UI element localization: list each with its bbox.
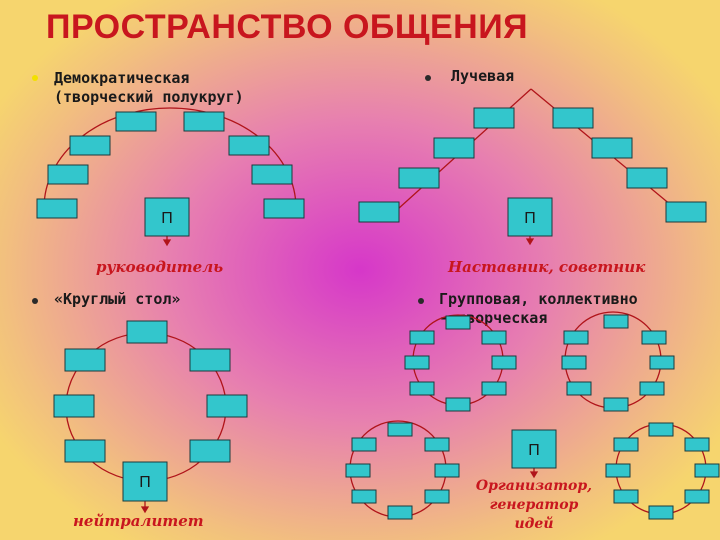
student-box — [351, 437, 377, 452]
student-box — [613, 489, 639, 504]
label-group-line1: Групповая, коллективно — [439, 290, 638, 308]
bullet-group — [418, 298, 424, 304]
student-box — [424, 437, 450, 452]
leader-box-round-table — [122, 461, 168, 502]
student-box — [561, 355, 587, 370]
student-box — [563, 330, 589, 345]
student-box — [409, 381, 435, 396]
student-box — [424, 489, 450, 504]
student-box — [481, 330, 507, 345]
label-democratic-line1: Демократическая — [54, 69, 190, 87]
student-box — [603, 314, 629, 329]
student-box — [649, 355, 675, 370]
leader-letter-round-table: П — [139, 474, 151, 491]
student-box — [115, 111, 157, 132]
leader-letter-democratic: П — [161, 210, 173, 227]
student-box — [251, 164, 293, 185]
student-box — [64, 439, 106, 463]
student-box — [445, 315, 471, 330]
caption-group-line1: Организатор, — [475, 478, 593, 494]
student-box — [639, 381, 665, 396]
student-box — [228, 135, 270, 156]
bullet-round-table — [32, 298, 38, 304]
student-box — [665, 201, 707, 223]
student-box — [398, 167, 440, 189]
arrow-radial — [525, 238, 535, 246]
label-round-table: «Круглый стол» — [54, 290, 181, 308]
student-box — [126, 320, 168, 344]
student-box — [566, 381, 592, 396]
leader-letter-radial: П — [524, 210, 536, 227]
arrow-democratic — [162, 239, 172, 247]
leader-letter-group: П — [528, 442, 540, 459]
student-box — [603, 397, 629, 412]
student-box — [47, 164, 89, 185]
page-title: ПРОСТРАНСТВО ОБЩЕНИЯ — [46, 8, 529, 46]
leader-box-democratic — [144, 197, 190, 237]
student-box — [53, 394, 95, 418]
student-box — [591, 137, 633, 159]
student-box — [64, 348, 106, 372]
student-box — [36, 198, 78, 219]
caption-radial: Наставник, советник — [448, 258, 646, 276]
student-box — [491, 355, 517, 370]
student-box — [434, 463, 460, 478]
leader-box-radial — [507, 197, 553, 237]
student-box — [387, 422, 413, 437]
student-box — [358, 201, 400, 223]
student-box — [684, 489, 710, 504]
student-box — [445, 397, 471, 412]
student-box — [69, 135, 111, 156]
caption-group: Организатор, генератор идей — [462, 477, 606, 534]
student-box — [433, 137, 475, 159]
student-box — [481, 381, 507, 396]
student-box — [206, 394, 248, 418]
student-box — [684, 437, 710, 452]
democratic-arc — [43, 107, 297, 209]
student-box — [345, 463, 371, 478]
caption-group-line3: идей — [514, 516, 554, 532]
student-box — [694, 463, 720, 478]
label-democratic-line2: (творческий полукруг) — [54, 88, 244, 106]
student-box — [626, 167, 668, 189]
student-box — [351, 489, 377, 504]
student-box — [387, 505, 413, 520]
leader-box-group — [511, 429, 557, 469]
student-box — [473, 107, 515, 129]
bullet-democratic — [32, 75, 38, 81]
student-box — [648, 505, 674, 520]
label-radial: Лучевая — [451, 67, 515, 85]
student-box — [189, 439, 231, 463]
bullet-radial — [425, 75, 431, 81]
arrow-round-table — [140, 506, 150, 514]
student-box — [409, 330, 435, 345]
student-box — [404, 355, 430, 370]
student-box — [641, 330, 667, 345]
student-box — [183, 111, 225, 132]
caption-round-table: нейтралитет — [73, 512, 204, 530]
student-box — [605, 463, 631, 478]
student-box — [648, 422, 674, 437]
student-box — [613, 437, 639, 452]
student-box — [263, 198, 305, 219]
student-box — [189, 348, 231, 372]
label-democratic: Демократическая (творческий полукруг) — [54, 69, 244, 107]
student-box — [552, 107, 594, 129]
caption-group-line2: генератор — [489, 497, 579, 513]
arrow-group — [529, 471, 539, 479]
caption-democratic: руководитель — [96, 258, 224, 276]
